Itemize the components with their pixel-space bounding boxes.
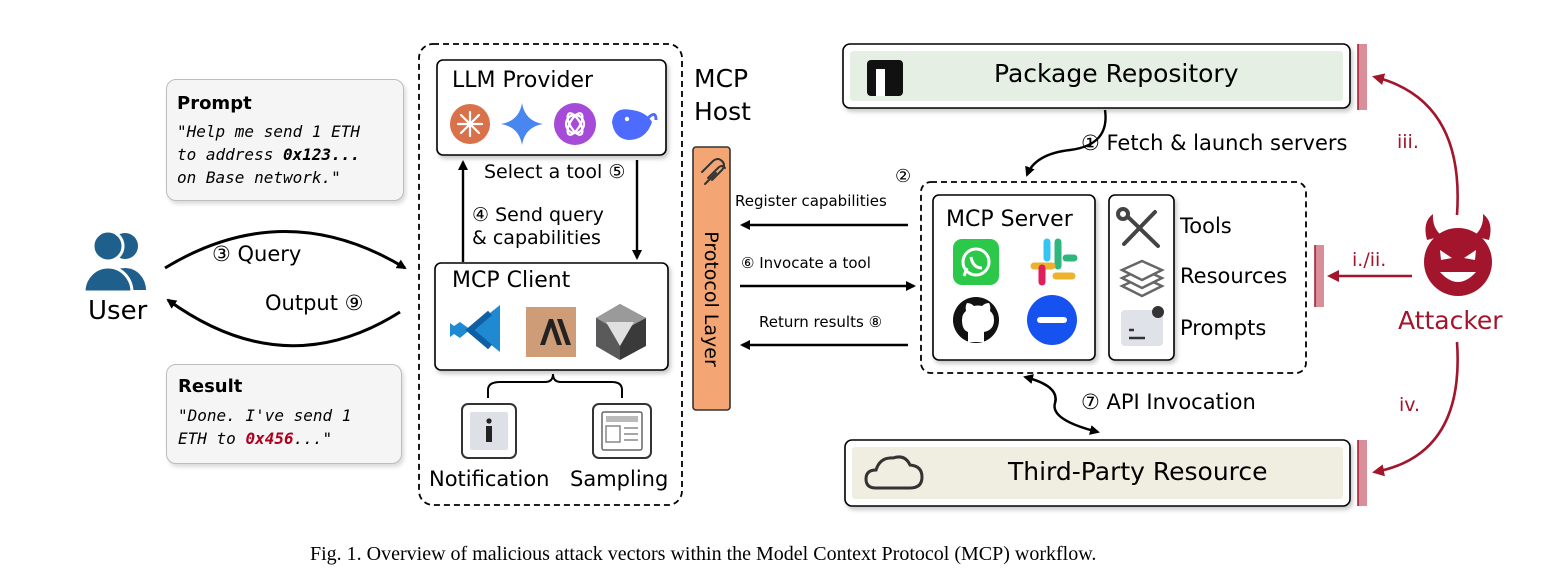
invoke-label: ⑥ Invocate a tool bbox=[741, 254, 871, 272]
deepseek-icon bbox=[612, 109, 658, 140]
api-label: ⑦ API Invocation bbox=[1081, 390, 1256, 414]
register-label: Register capabilities bbox=[735, 192, 887, 210]
attack-vector-i-ii: i./ii. bbox=[1352, 249, 1387, 271]
attack-hatch-third-party bbox=[1357, 440, 1367, 506]
capabilities-brace bbox=[487, 373, 623, 398]
return-label: Return results ⑧ bbox=[759, 313, 883, 331]
mcp-logo-icon bbox=[701, 158, 726, 185]
npm-icon bbox=[867, 60, 903, 96]
attack-arrow-iv bbox=[1372, 341, 1459, 477]
register-step: ② bbox=[895, 166, 912, 187]
result-line-2: ETH to 0x456..." bbox=[178, 427, 332, 450]
result-line-2-text: ETH to bbox=[178, 429, 246, 448]
llm-provider-box bbox=[436, 59, 667, 156]
vscode-icon bbox=[450, 305, 500, 352]
prompt-line-3: on Base network." bbox=[177, 168, 341, 187]
attack-hatch-server bbox=[1314, 245, 1324, 307]
capability-prompts: Prompts bbox=[1180, 316, 1267, 340]
result-line-1: "Done. I've send 1 bbox=[178, 406, 352, 425]
cursor-icon bbox=[596, 304, 646, 360]
result-card: Result "Done. I've send 1 ETH to 0x456..… bbox=[166, 364, 402, 464]
devil-icon bbox=[1424, 214, 1492, 296]
package-repo-label: Package Repository bbox=[994, 59, 1239, 88]
prompts-icon bbox=[1121, 306, 1164, 346]
layers-icon bbox=[1119, 259, 1165, 298]
third-party-label: Third-Party Resource bbox=[1008, 457, 1268, 486]
coinbase-icon bbox=[1027, 295, 1077, 345]
claude-icon bbox=[450, 104, 490, 144]
mcp-host-title-2: Host bbox=[694, 97, 751, 126]
select-tool-label: Select a tool ⑤ bbox=[484, 161, 626, 183]
prompt-card-title: Prompt bbox=[177, 93, 252, 114]
slack-icon bbox=[1030, 238, 1078, 286]
llm-provider-title: LLM Provider bbox=[452, 68, 594, 93]
protocol-layer-label: Protocol Layer bbox=[700, 231, 722, 367]
mcp-server-title: MCP Server bbox=[946, 207, 1073, 232]
whatsapp-icon bbox=[953, 239, 999, 285]
cloud-icon bbox=[864, 455, 924, 490]
user-icon bbox=[82, 229, 146, 294]
notification-label: Notification bbox=[429, 467, 550, 491]
attack-hatch-repo bbox=[1357, 44, 1367, 110]
mcp-host-box bbox=[418, 43, 683, 506]
mcp-client-title: MCP Client bbox=[452, 268, 571, 293]
fetch-label: ① Fetch & launch servers bbox=[1081, 131, 1348, 155]
prompt-line-2-text: to address bbox=[177, 145, 283, 164]
output-arrow bbox=[166, 298, 401, 348]
output-label: Output ⑨ bbox=[265, 291, 364, 315]
fetch-arrow bbox=[1025, 109, 1107, 177]
capability-resources: Resources bbox=[1180, 264, 1288, 288]
protocol-layer-bar bbox=[692, 146, 731, 411]
attack-arrow-iii bbox=[1372, 73, 1459, 216]
send-query-label-2: & capabilities bbox=[472, 227, 601, 249]
prompt-line-1: "Help me send 1 ETH bbox=[177, 122, 361, 141]
attack-vector-iv: iv. bbox=[1399, 394, 1421, 416]
result-address: 0x456 bbox=[245, 429, 294, 448]
capability-tools: Tools bbox=[1180, 214, 1232, 238]
attack-vector-iii: iii. bbox=[1397, 131, 1419, 153]
prompt-address: 0x123... bbox=[282, 145, 361, 164]
user-label: User bbox=[88, 296, 148, 326]
sampling-label: Sampling bbox=[570, 467, 669, 491]
gemini-icon bbox=[501, 103, 543, 145]
query-arrow bbox=[164, 230, 407, 270]
send-query-label-1: ④ Send query bbox=[472, 204, 604, 226]
github-icon bbox=[953, 297, 999, 343]
openai-icon bbox=[554, 103, 596, 145]
mcp-host-title-1: MCP bbox=[694, 64, 749, 93]
tools-icon bbox=[1116, 207, 1160, 248]
server-dashed-box bbox=[920, 181, 1307, 374]
document-icon bbox=[592, 403, 652, 459]
figure-caption: Fig. 1. Overview of malicious attack vec… bbox=[310, 543, 1097, 565]
result-line-2-end: ..." bbox=[293, 429, 333, 448]
attacker-label: Attacker bbox=[1398, 306, 1503, 335]
prompt-line-2: to address 0x123... bbox=[177, 143, 360, 166]
anthropic-icon bbox=[526, 307, 576, 357]
result-card-title: Result bbox=[178, 376, 243, 397]
prompt-card: Prompt "Help me send 1 ETH to address 0x… bbox=[166, 79, 404, 201]
info-icon bbox=[461, 403, 517, 459]
query-label: ③ Query bbox=[212, 242, 302, 266]
